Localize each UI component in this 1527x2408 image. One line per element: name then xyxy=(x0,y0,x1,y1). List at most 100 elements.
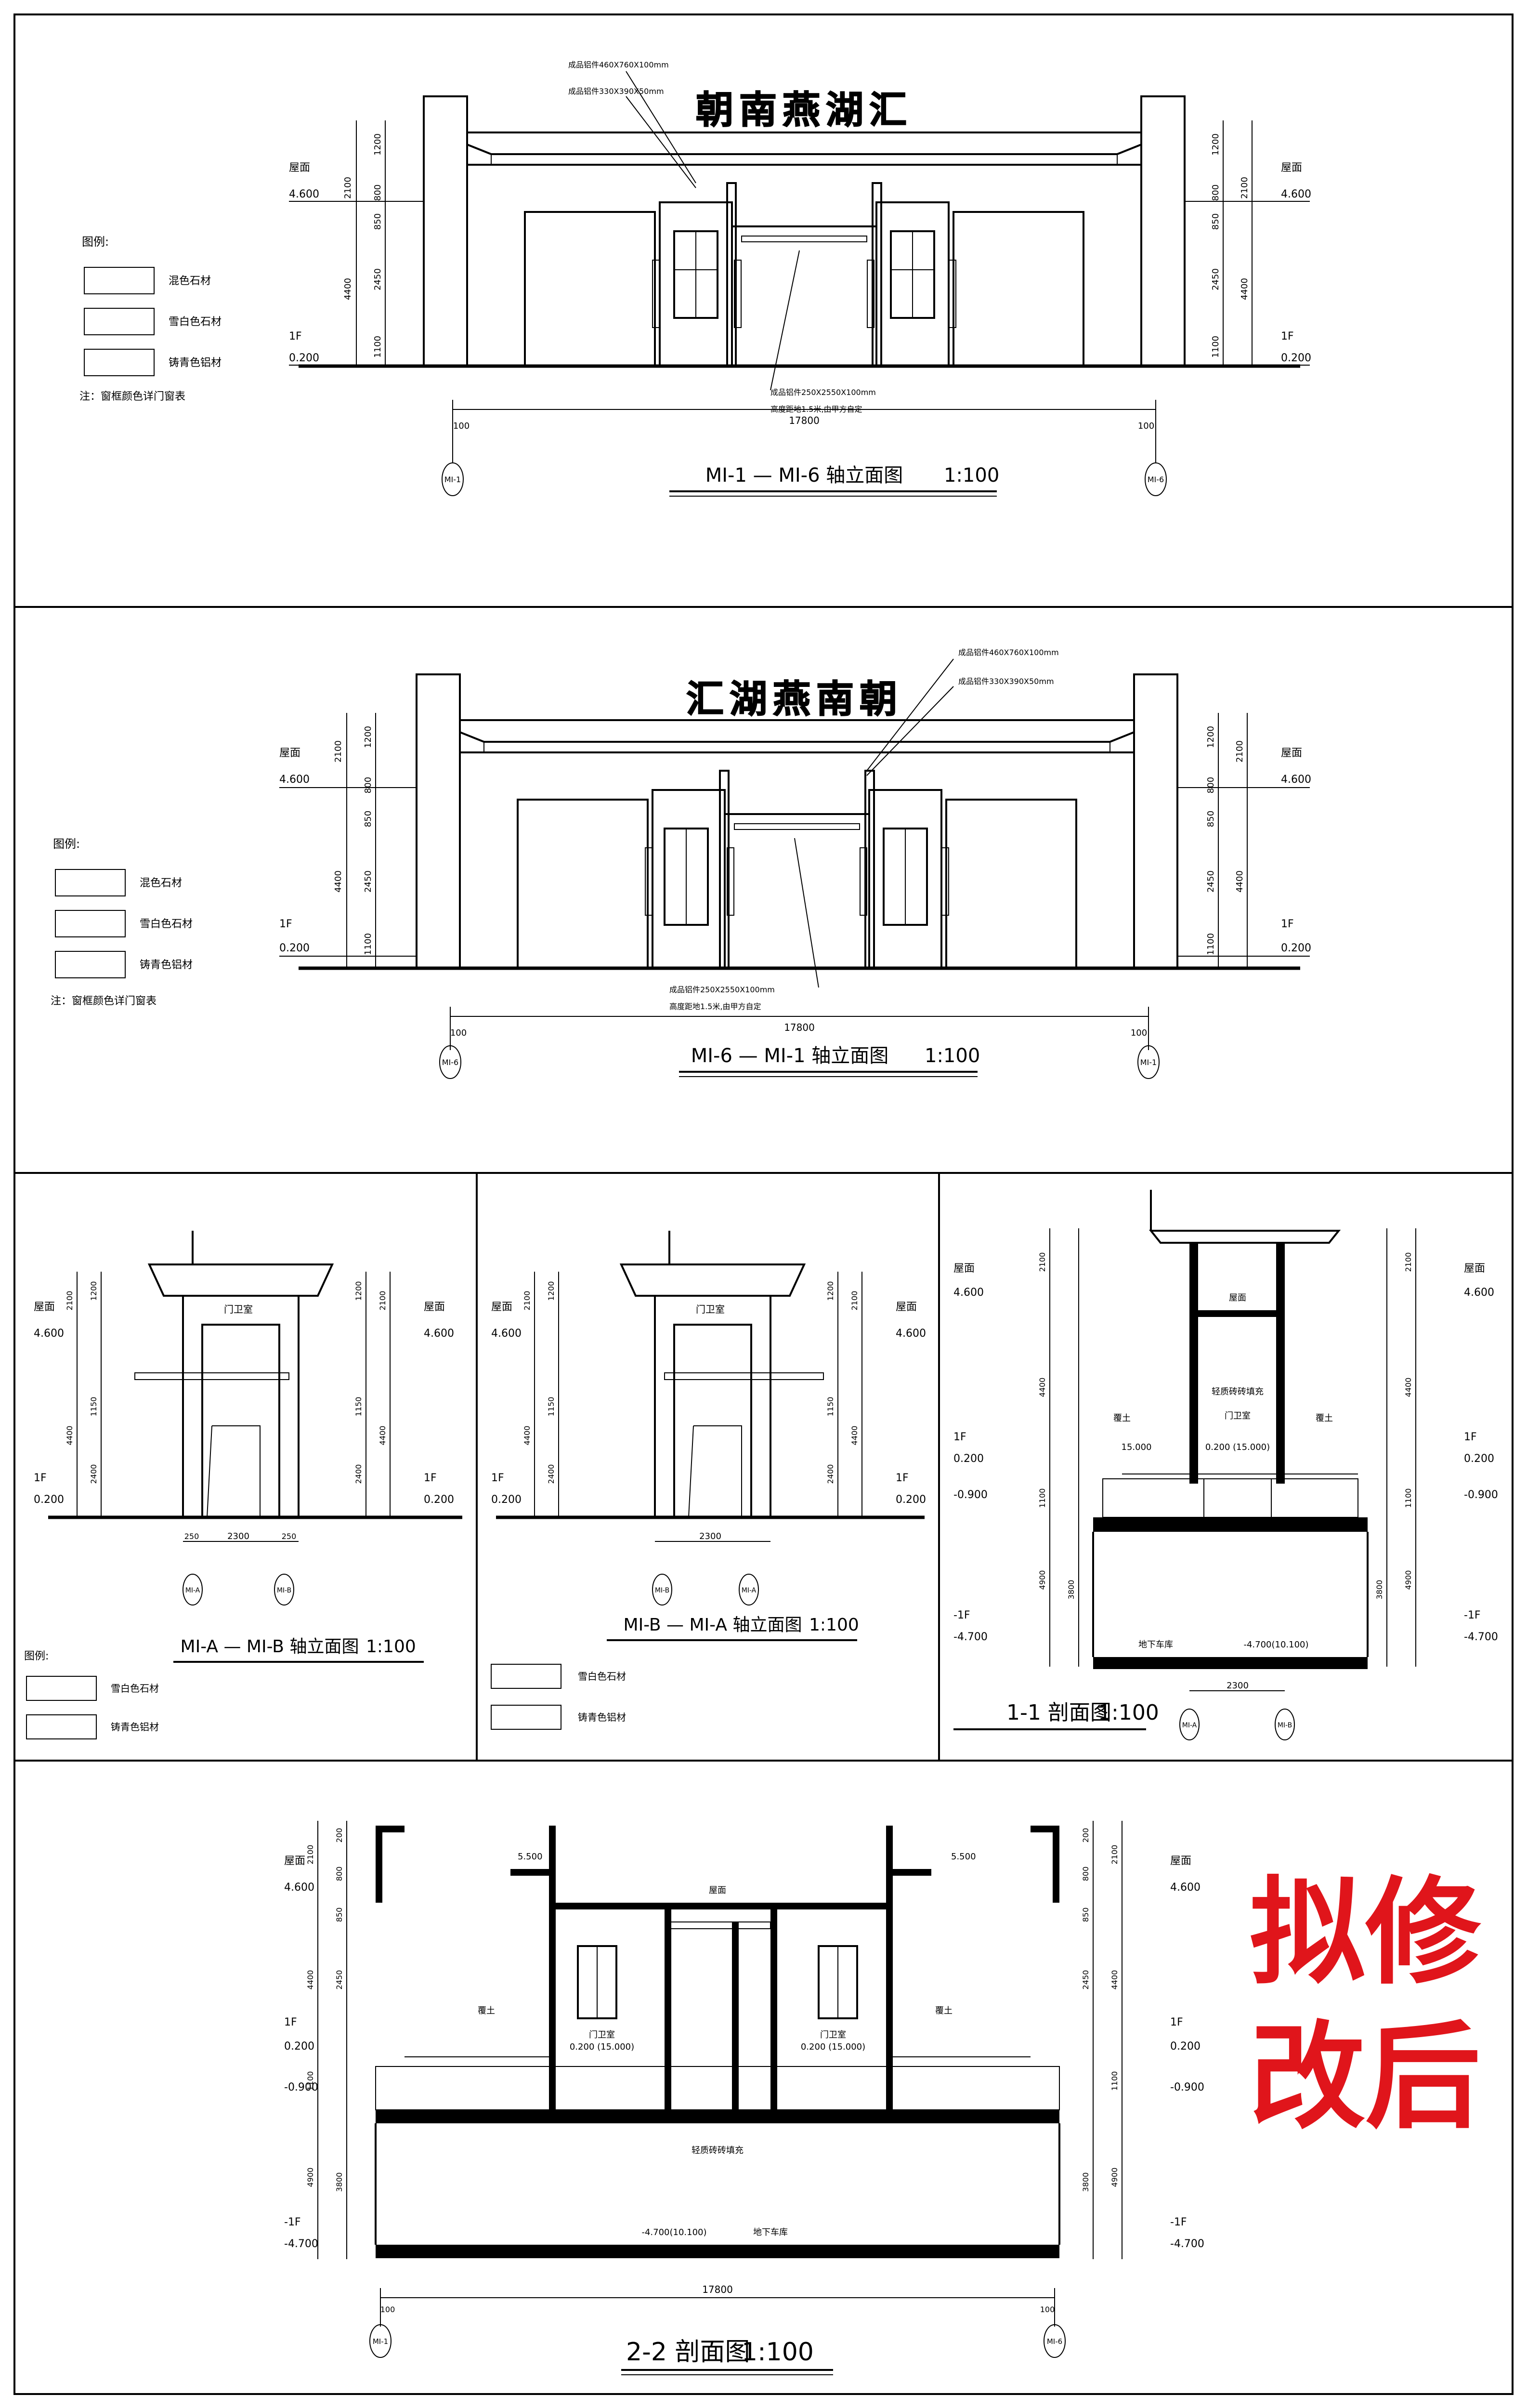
svg-text:MI-B: MI-B xyxy=(1278,1722,1292,1729)
svg-text:100: 100 xyxy=(1138,421,1154,431)
svg-text:0.200: 0.200 xyxy=(424,1494,454,1506)
svg-text:2-2 剖面图: 2-2 剖面图 xyxy=(626,2338,750,2367)
svg-text:1F: 1F xyxy=(1281,330,1294,342)
legend: 图例: 混色石材 雪白色石材 铸青色铝材 注：窗框颜色详门窗表 xyxy=(79,235,222,403)
svg-text:-1F: -1F xyxy=(1464,1609,1481,1621)
cornice xyxy=(466,132,1142,155)
svg-text:覆土: 覆土 xyxy=(1113,1413,1131,1423)
svg-text:1F: 1F xyxy=(34,1472,47,1484)
svg-text:4900: 4900 xyxy=(1038,1570,1047,1590)
svg-text:屋面: 屋面 xyxy=(709,1885,726,1895)
svg-text:3800: 3800 xyxy=(1375,1580,1384,1600)
svg-text:4.600: 4.600 xyxy=(1281,774,1311,786)
right-pillar xyxy=(1140,95,1186,367)
svg-text:2100: 2100 xyxy=(1038,1252,1047,1272)
svg-text:1100: 1100 xyxy=(306,2071,315,2091)
svg-text:4400: 4400 xyxy=(1235,870,1245,893)
elevation-view-4: 门卫室 屋面 4.600 1F 0.200 屋面 4.600 1F 0.200 … xyxy=(491,1231,926,1730)
svg-text:4.600: 4.600 xyxy=(424,1328,454,1340)
svg-text:15.000: 15.000 xyxy=(1122,1442,1152,1452)
svg-text:1F: 1F xyxy=(424,1472,437,1484)
svg-text:成品铝件460X760X100mm: 成品铝件460X760X100mm xyxy=(568,60,669,69)
svg-text:成品铝件250X2550X100mm: 成品铝件250X2550X100mm xyxy=(770,388,876,397)
panel-borders xyxy=(13,13,1514,2395)
svg-text:800: 800 xyxy=(1206,777,1216,793)
svg-text:0.200: 0.200 xyxy=(1281,942,1311,954)
svg-text:MI-1: MI-1 xyxy=(373,2337,388,2346)
section-view-2-2: 屋面 5.500 5.500 门卫室 0.200 (15.000) 门卫室 0.… xyxy=(284,1821,1204,2375)
svg-text:2450: 2450 xyxy=(1206,870,1216,893)
svg-text:4900: 4900 xyxy=(1110,2168,1119,2187)
svg-text:1F: 1F xyxy=(953,1431,966,1443)
svg-text:2100: 2100 xyxy=(1240,177,1250,199)
svg-text:2300: 2300 xyxy=(699,1531,721,1541)
svg-text:4400: 4400 xyxy=(306,1970,315,1990)
cornice-dentil xyxy=(491,154,1118,165)
svg-text:高度距地1.5米,由甲方自定: 高度距地1.5米,由甲方自定 xyxy=(669,1002,761,1011)
lamp-icon xyxy=(652,260,660,328)
svg-text:-1F: -1F xyxy=(284,2216,301,2228)
svg-text:1200: 1200 xyxy=(373,133,383,156)
lamp-icon xyxy=(645,847,653,916)
svg-text:成品铝件330X390X50mm: 成品铝件330X390X50mm xyxy=(568,87,664,96)
svg-text:4400: 4400 xyxy=(65,1426,74,1446)
svg-text:1100: 1100 xyxy=(1038,1488,1047,1508)
svg-text:1F: 1F xyxy=(896,1472,909,1484)
svg-text:覆土: 覆土 xyxy=(1316,1413,1333,1423)
svg-text:800: 800 xyxy=(1211,184,1221,201)
svg-text:2450: 2450 xyxy=(335,1970,344,1990)
svg-text:100: 100 xyxy=(1040,2305,1055,2314)
svg-text:1F: 1F xyxy=(279,918,292,930)
svg-text:0.200: 0.200 xyxy=(1170,2040,1201,2053)
svg-text:4.600: 4.600 xyxy=(1464,1287,1494,1299)
svg-text:2100: 2100 xyxy=(1110,1845,1119,1865)
svg-text:100: 100 xyxy=(1131,1028,1147,1038)
svg-text:3800: 3800 xyxy=(1067,1580,1076,1600)
svg-text:混色石材: 混色石材 xyxy=(140,877,182,889)
svg-text:2450: 2450 xyxy=(1081,1970,1090,1990)
svg-text:0.200: 0.200 xyxy=(491,1494,522,1506)
svg-text:0.200 (15.000): 0.200 (15.000) xyxy=(570,2042,634,2052)
svg-text:4400: 4400 xyxy=(1038,1378,1047,1397)
svg-text:覆土: 覆土 xyxy=(935,2006,953,2016)
svg-text:850: 850 xyxy=(373,213,383,230)
svg-text:MI-A: MI-A xyxy=(185,1587,200,1594)
svg-text:屋面: 屋面 xyxy=(1281,162,1302,174)
svg-text:1200: 1200 xyxy=(547,1281,556,1301)
svg-text:混色石材: 混色石材 xyxy=(169,275,211,287)
svg-text:-4.700: -4.700 xyxy=(953,1631,988,1643)
svg-text:4.600: 4.600 xyxy=(284,1882,314,1894)
svg-text:雪白色石材: 雪白色石材 xyxy=(169,316,222,328)
svg-text:1-1 剖面图: 1-1 剖面图 xyxy=(1006,1700,1111,1725)
svg-text:屋面: 屋面 xyxy=(1464,1263,1485,1275)
svg-text:MI-B: MI-B xyxy=(655,1587,669,1594)
lamp-icon xyxy=(941,847,949,916)
svg-text:1:100: 1:100 xyxy=(944,464,999,487)
svg-text:1200: 1200 xyxy=(354,1281,363,1301)
svg-text:1200: 1200 xyxy=(1211,133,1221,156)
elevation-view-1: 朝南燕湖汇 成品铝件460X760X100mm 成品铝件330X390X50mm… xyxy=(79,60,1311,497)
legend-4: 雪白色石材 铸青色铝材 xyxy=(491,1664,626,1730)
svg-text:屋面: 屋面 xyxy=(491,1301,512,1313)
svg-text:地下车库: 地下车库 xyxy=(753,2227,788,2237)
svg-text:4400: 4400 xyxy=(850,1426,859,1446)
svg-text:1100: 1100 xyxy=(363,933,373,955)
svg-text:1:100: 1:100 xyxy=(742,2338,814,2367)
svg-text:4.600: 4.600 xyxy=(1281,188,1311,200)
axis-bubble xyxy=(1145,462,1167,496)
svg-text:250: 250 xyxy=(282,1532,297,1541)
left-pillar xyxy=(423,95,468,367)
svg-text:-0.900: -0.900 xyxy=(1464,1489,1498,1501)
svg-text:0.200: 0.200 xyxy=(896,1494,926,1506)
svg-text:2400: 2400 xyxy=(547,1464,556,1484)
svg-text:MI-A: MI-A xyxy=(742,1587,757,1594)
view-title: MI-1 — MI-6 轴立面图 xyxy=(705,464,903,487)
svg-text:2100: 2100 xyxy=(306,1845,315,1865)
svg-text:850: 850 xyxy=(1211,213,1221,230)
svg-text:4400: 4400 xyxy=(378,1426,387,1446)
svg-text:1100: 1100 xyxy=(1110,2071,1119,2091)
svg-text:0.200 (15.000): 0.200 (15.000) xyxy=(801,2042,865,2052)
svg-text:-4.700(10.100): -4.700(10.100) xyxy=(641,2227,706,2237)
svg-text:0.200: 0.200 xyxy=(1281,352,1311,364)
